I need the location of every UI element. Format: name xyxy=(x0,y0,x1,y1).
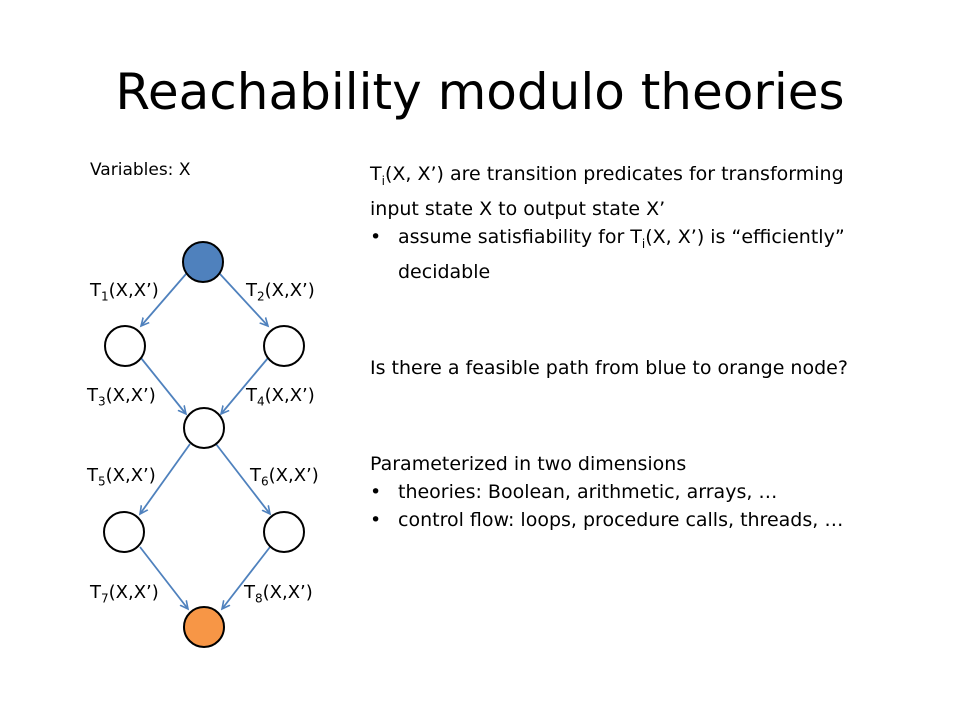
edge-t6 xyxy=(215,443,270,514)
edge-t2 xyxy=(219,273,268,326)
edge-t8 xyxy=(222,546,271,609)
parameter-bullet-theories: theories: Boolean, arithmetic, arrays, … xyxy=(370,478,843,506)
intro-line-2: input state X to output state X’ xyxy=(370,197,666,220)
edge-t4 xyxy=(221,357,269,414)
edge-t5 xyxy=(140,443,191,514)
edge-label-t1: T1(X,X’) xyxy=(90,280,159,304)
graph-node-middle xyxy=(183,407,225,449)
edge-t7 xyxy=(139,546,188,609)
graph-node-right-2 xyxy=(263,511,305,553)
start-node-blue xyxy=(182,241,224,283)
graph-node-right-1 xyxy=(263,325,305,367)
parameters-heading: Parameterized in two dimensions xyxy=(370,453,687,475)
variables-label: Variables: X xyxy=(90,160,191,180)
edge-t1 xyxy=(141,273,187,326)
end-node-orange xyxy=(183,606,225,648)
edge-label-t6: T6(X,X’) xyxy=(250,465,319,489)
parameter-bullet-control-flow: control flow: loops, procedure calls, th… xyxy=(370,506,843,534)
intro-paragraph: Ti(X, X’) are transition predicates for … xyxy=(370,160,845,286)
graph-node-left-2 xyxy=(103,511,145,553)
slide-title: Reachability modulo theories xyxy=(115,63,845,121)
assumption-bullet: assume satisfiability for Ti(X, X’) is “… xyxy=(370,223,845,286)
edge-label-t2: T2(X,X’) xyxy=(246,280,315,304)
edge-label-t7: T7(X,X’) xyxy=(90,582,159,606)
edge-label-t8: T8(X,X’) xyxy=(244,582,313,606)
edge-label-t5: T5(X,X’) xyxy=(87,465,156,489)
parameters-block: Parameterized in two dimensions theories… xyxy=(370,450,843,534)
edge-label-t3: T3(X,X’) xyxy=(87,385,156,409)
edge-label-t4: T4(X,X’) xyxy=(246,385,315,409)
edge-t3 xyxy=(140,357,186,414)
graph-node-left-1 xyxy=(104,325,146,367)
intro-line-1: Ti(X, X’) are transition predicates for … xyxy=(370,163,844,188)
question-text: Is there a feasible path from blue to or… xyxy=(370,357,848,379)
